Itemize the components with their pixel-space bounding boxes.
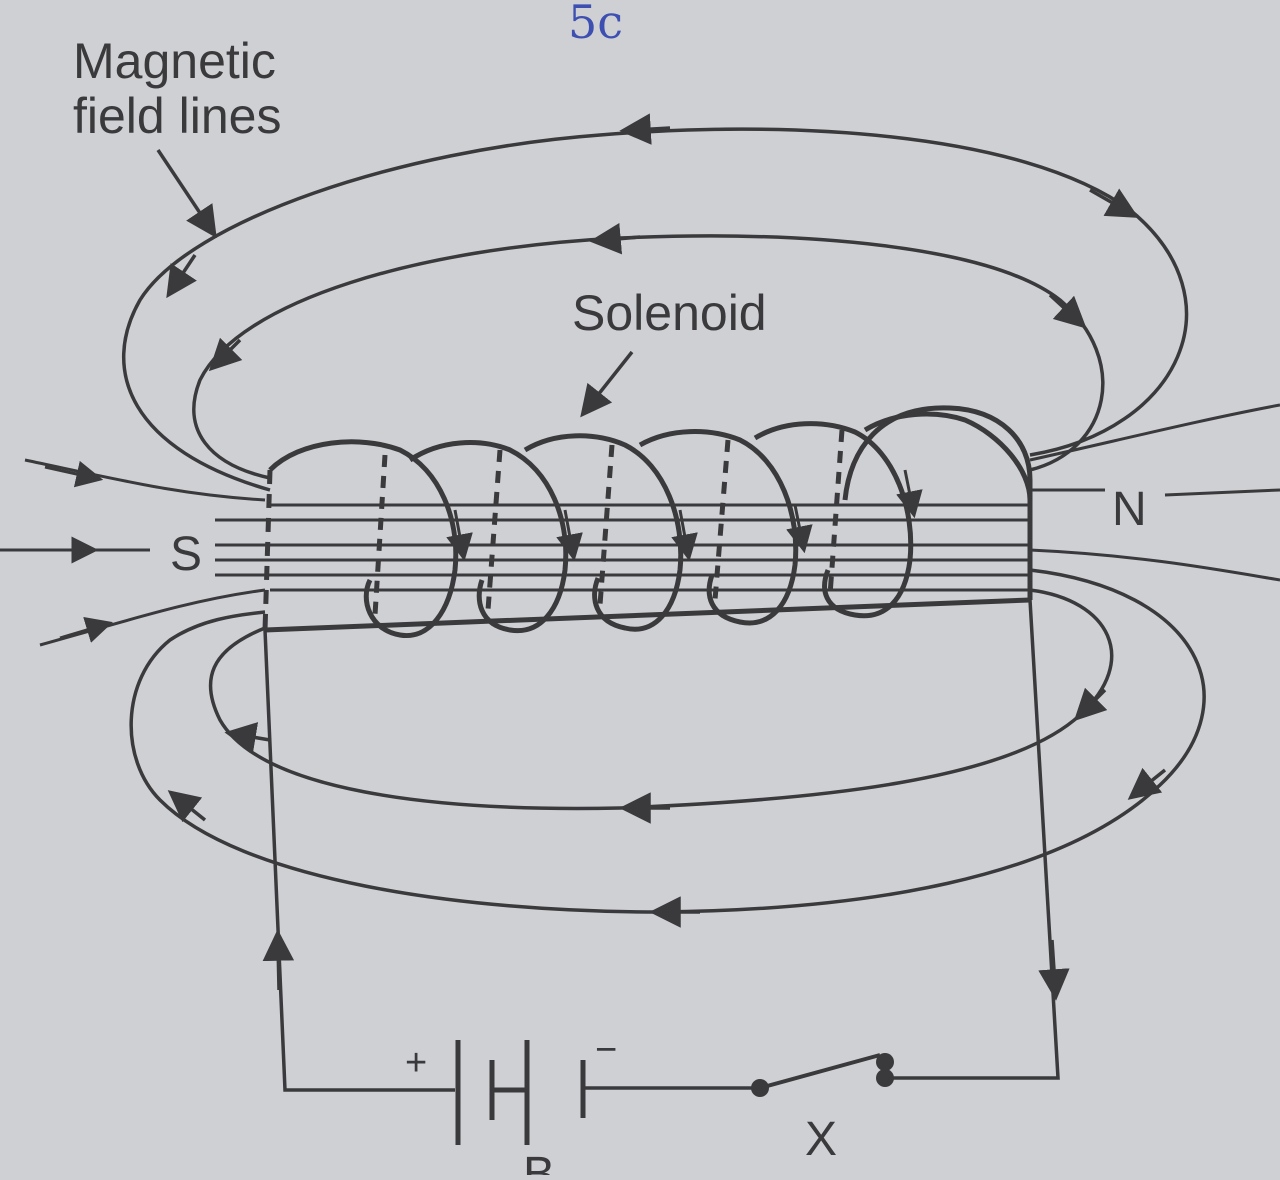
battery-cells — [455, 1040, 586, 1145]
field-lines-pointer-arrow — [156, 149, 217, 239]
switch-terminal-right-bottom — [876, 1069, 894, 1087]
field-line-outer-bottom — [129, 568, 1206, 928]
south-pole-label: S — [170, 528, 202, 581]
solenoid-pointer-arrow — [580, 350, 634, 418]
switch-label: X — [805, 1113, 837, 1166]
switch-terminal-left — [751, 1079, 769, 1097]
handwritten-note: 5c — [568, 0, 623, 49]
field-line-inner-top — [192, 222, 1105, 480]
switch-terminal-right-top — [876, 1053, 894, 1071]
field-line-inner-bottom — [208, 588, 1114, 824]
field-line-outer-top — [121, 113, 1189, 492]
battery-minus-label: − — [595, 1029, 617, 1071]
solenoid-coil — [262, 405, 1033, 639]
solenoid-label: Solenoid — [572, 285, 767, 341]
circuit-wire — [262, 599, 1070, 1092]
battery-plus-label: + — [405, 1042, 427, 1084]
magnetic-field-lines-label-line2: field lines — [73, 88, 281, 144]
battery-label: B — [523, 1148, 555, 1175]
switch-x — [759, 1053, 881, 1090]
north-pole-label: N — [1112, 483, 1147, 536]
magnetic-field-lines-label-line1: Magnetic — [73, 33, 276, 89]
